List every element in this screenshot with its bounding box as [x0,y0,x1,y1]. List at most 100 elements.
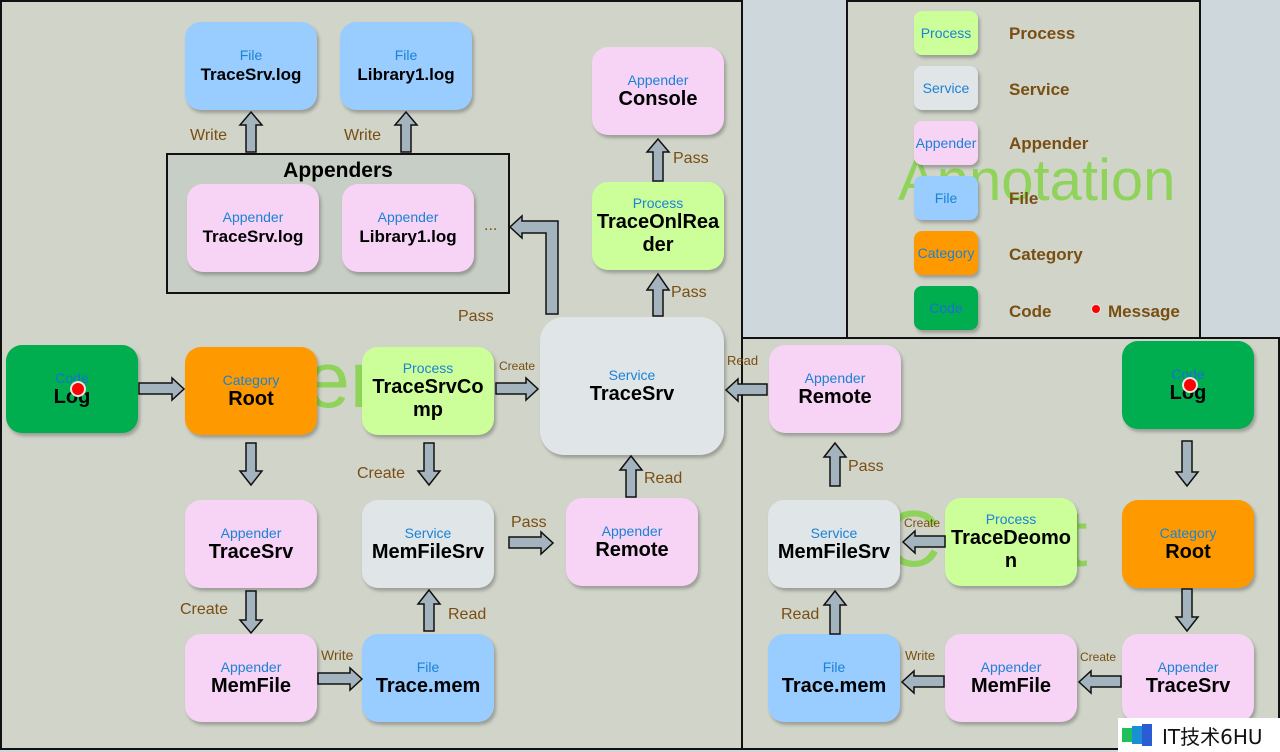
edge-label: Pass [511,514,547,531]
node-name: Library1.log [357,64,455,84]
legend-label-appender: Appender [1009,134,1089,153]
legend-label-category: Category [1009,245,1083,264]
edge-label: Create [499,359,536,373]
edge-label: Create [357,465,406,482]
appender-tracesrv-server: Appender TraceSrv [185,500,317,588]
appender-tracesrv-log: Appender TraceSrv.log [187,184,319,272]
edge-label: Pass [671,284,707,301]
node-name: TraceSrv [589,382,675,405]
legend-swatch-category: Category [914,231,978,275]
appenders-group-title: Appenders [283,159,393,182]
node-kind: Appender [804,369,866,386]
edge-label: Create [180,601,229,618]
node-name: Trace.mem [375,674,481,697]
node-kind: Appender [220,524,282,541]
node-name: MemFile [210,674,292,697]
legend-label-process: Process [1009,24,1076,43]
file-trace-mem-client: File Trace.mem [768,634,900,722]
node-name: Remote [595,538,669,561]
appender-memfile-server: Appender MemFile [185,634,317,722]
edge-label: Pass [673,150,709,167]
node-kind: Category [222,371,280,388]
legend-message-dot [1091,304,1101,314]
message-dot [70,381,86,397]
edge-label: Pass [458,308,494,325]
node-name: TraceSrv [1145,674,1231,697]
legend-label-code: Code [1009,302,1052,321]
edge-label: Write [190,127,228,144]
node-kind: File [822,658,846,675]
legend-swatch-service: Service [914,66,978,110]
edge-label: Write [321,647,354,663]
edge-label: Create [1080,650,1117,664]
appender-remote-server: Appender Remote [566,498,698,586]
node-kind: Service [404,524,452,541]
code-log-server: Code Log [6,345,138,433]
legend-swatch-appender: Appender [914,121,978,165]
node-kind: Appender [1157,658,1219,675]
category-root-client: Category Root [1122,500,1254,588]
legend-swatch-file: File [914,176,978,220]
legend-swatch-process: Process [914,11,978,55]
edge-label: Write [905,648,936,663]
code-log-client: Code Log [1122,341,1254,429]
node-kind: Service [608,366,656,383]
node-name: TraceSrv.log [200,64,302,84]
legend-label-message: Message [1108,302,1180,321]
legend-swatch-code: Code [914,286,978,330]
node-kind: Category [1159,524,1217,541]
brand-logo-icon [1122,724,1156,746]
brand-badge: IT技术6HU [1118,718,1280,752]
node-name: TraceOnlReader [596,211,720,256]
node-kind: Appender [222,208,284,225]
annotation-panel: Annotation [846,0,1201,339]
legend-label-service: Service [1009,80,1070,99]
brand-text: IT技术6HU [1162,724,1263,749]
node-name: TraceSrv [208,540,294,563]
node-name: Console [618,87,698,110]
process-tracesrvcomp: Process TraceSrvComp [362,347,494,435]
node-kind: File [416,658,440,675]
edge-label: Read [448,606,487,623]
service-memfilesrv-client: Service MemFileSrv [768,500,900,588]
node-name: MemFileSrv [777,540,891,563]
category-root-server: Category Root [185,347,317,435]
appender-tracesrv-client: Appender TraceSrv [1122,634,1254,722]
node-kind: Process [985,511,1037,527]
process-tracedeomon: Process TraceDeomon [945,498,1077,586]
edge-label: Pass [848,458,884,475]
node-kind: Process [402,360,454,376]
node-name: Trace.mem [781,674,887,697]
node-kind: Code [1171,365,1205,382]
node-name: Remote [798,385,872,408]
node-kind: Appender [377,208,439,225]
edge-label: Create [904,516,941,530]
service-tracesrv: Service TraceSrv [540,317,724,455]
node-kind: Process [632,195,684,211]
edge-label: Read [727,353,759,368]
appender-console: Appender Console [592,47,724,135]
node-kind: Appender [627,71,689,88]
node-name: MemFile [970,674,1052,697]
service-memfilesrv-server: Service MemFileSrv [362,500,494,588]
node-kind: File [394,46,418,63]
appender-library1-log: Appender Library1.log [342,184,474,272]
file-library1-log: File Library1.log [340,22,472,110]
node-kind: Service [810,524,858,541]
appender-memfile-client: Appender MemFile [945,634,1077,722]
node-name: Root [1165,540,1211,563]
node-name: TraceSrvComp [372,376,484,421]
edge-label: Read [781,606,820,623]
node-kind: Appender [220,658,282,675]
node-kind: File [239,46,263,63]
node-name: TraceDeomon [950,527,1072,572]
node-name: Root [228,387,274,410]
legend-label-file: File [1009,189,1039,208]
node-name: Library1.log [359,226,457,246]
appender-remote-client: Appender Remote [769,345,901,433]
node-kind: Appender [601,522,663,539]
process-traceonlreader: Process TraceOnlReader [592,182,724,270]
node-name: MemFileSrv [371,540,485,563]
node-kind: Appender [980,658,1042,675]
edge-label: Write [344,127,382,144]
